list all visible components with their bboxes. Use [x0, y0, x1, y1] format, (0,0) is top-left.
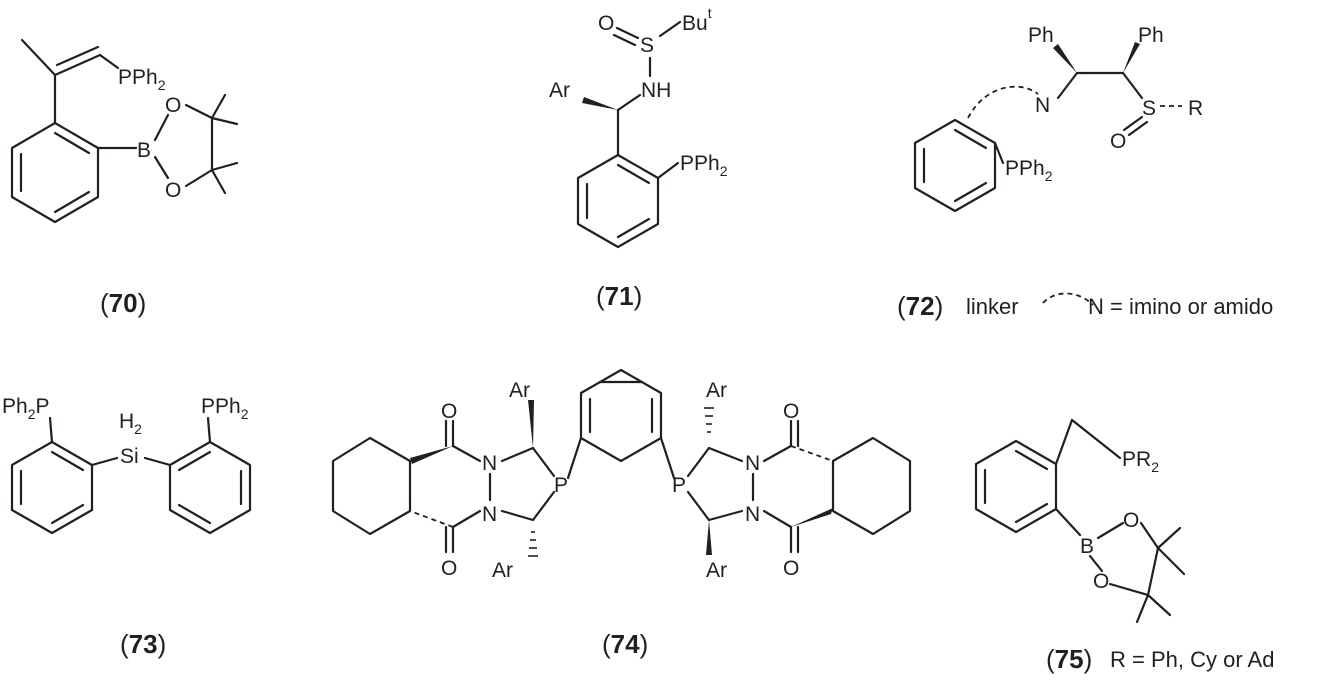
phosphine-label: PPh2 — [201, 395, 249, 422]
oxygen-label: O — [1110, 130, 1126, 153]
phosphine-label: PR2 — [1122, 448, 1159, 475]
phenyl-label: Ph — [1028, 24, 1054, 47]
oxygen-label: O — [1093, 570, 1109, 593]
compound-70: PPh2 B O O (70) — [10, 38, 239, 318]
aryl-label: Ar — [492, 559, 513, 582]
linker-caption: linker — [966, 294, 1019, 319]
oxygen-label: O — [441, 557, 457, 580]
nitrogen-label: N — [1035, 94, 1050, 117]
oxygen-label: O — [441, 400, 457, 423]
compound-71: O S But NH Ar PPh2 (71) — [549, 5, 728, 311]
compound-73: Ph2P H2 Si PPh2 (73) — [2, 395, 252, 659]
nitrogen-label: N — [745, 503, 760, 526]
phosphine-label: PPh2 — [680, 152, 728, 179]
phosphorus-label: P — [672, 474, 686, 497]
phosphine-label: PPh2 — [118, 66, 166, 93]
compound-number-71: (71) — [596, 281, 642, 311]
aryl-label: Ar — [509, 379, 530, 402]
sulfur-label: S — [1142, 97, 1156, 120]
phosphorus-label: P — [554, 474, 568, 497]
nitrogen-label: N — [745, 452, 760, 475]
compound-75: PR2 B O O (75) R = Ph, Cy or Ad — [974, 418, 1274, 674]
compound-number-75: (75) — [1046, 644, 1092, 674]
compound-72: PPh2 N Ph Ph S R O (72) linker N = imino… — [897, 24, 1273, 321]
r-group-caption: R = Ph, Cy or Ad — [1110, 647, 1274, 672]
tert-butyl-label: But — [682, 5, 712, 35]
sulfur-label: S — [640, 34, 654, 57]
nitrogen-label: N — [482, 503, 497, 526]
oxygen-label: O — [783, 557, 799, 580]
nitrogen-label: N — [482, 452, 497, 475]
compound-number-74: (74) — [602, 629, 648, 659]
oxygen-label: O — [783, 400, 799, 423]
compound-number-72: (72) — [897, 291, 943, 321]
oxygen-label: O — [598, 12, 614, 35]
r-group-label: R — [1188, 97, 1203, 120]
compound-number-73: (73) — [120, 629, 166, 659]
boron-label: B — [1080, 535, 1094, 558]
phosphine-label: Ph2P — [2, 395, 50, 422]
oxygen-label: O — [165, 94, 181, 117]
compound-74: P Ar Ar N N O O P Ar — [331, 368, 912, 659]
phosphine-label: PPh2 — [1005, 157, 1053, 184]
compound-number-70: (70) — [100, 288, 146, 318]
aryl-label: Ar — [706, 379, 727, 402]
aryl-label: Ar — [706, 559, 727, 582]
oxygen-label: O — [1123, 509, 1139, 532]
phenyl-label: Ph — [1138, 24, 1164, 47]
oxygen-label: O — [165, 179, 181, 202]
linker-legend: N = imino or amido — [1088, 294, 1273, 319]
aryl-label: Ar — [549, 79, 570, 102]
silicon-label: Si — [120, 445, 139, 468]
boron-label: B — [137, 139, 151, 162]
nh-label: NH — [641, 79, 671, 102]
silane-h2-label: H2 — [119, 410, 142, 437]
